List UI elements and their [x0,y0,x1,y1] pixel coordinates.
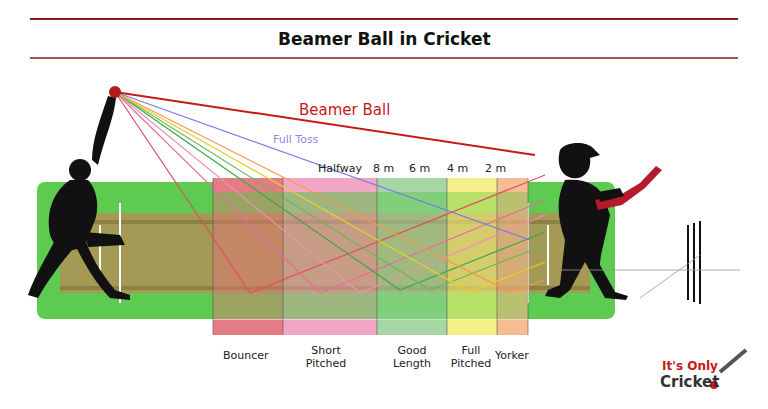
distance-label: Halfway [318,162,362,175]
distance-label: 4 m [447,162,468,175]
beamer-label: Beamer Ball [299,101,390,119]
title: Beamer Ball in Cricket [278,29,491,49]
distance-label: 2 m [485,162,506,175]
logo-text: It's Only [662,359,718,373]
logo-text: Cricket [660,373,719,391]
zone-label: Short Pitched [296,344,356,370]
zone-label: Full Pitched [447,344,495,370]
zone-label: Bouncer [223,349,269,362]
full-toss-label: Full Toss [273,133,318,146]
zone-label: Good Length [386,344,438,370]
distance-label: 8 m [373,162,394,175]
distance-label: 6 m [409,162,430,175]
zone-label: Yorker [495,349,529,362]
